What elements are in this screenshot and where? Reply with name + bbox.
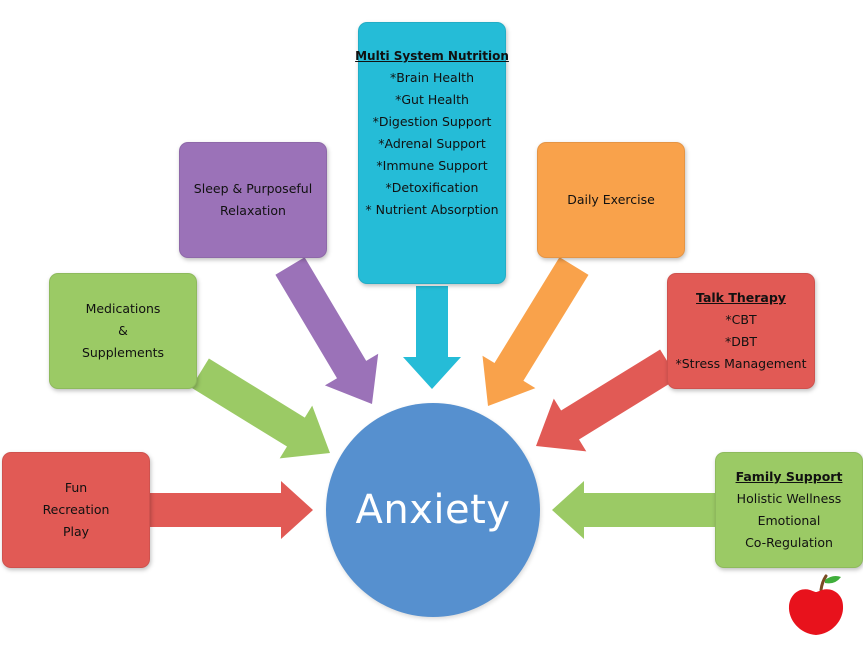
sleep-line: Relaxation (220, 203, 286, 218)
arrow-family (552, 481, 715, 539)
fun-line: Recreation (42, 502, 110, 517)
anxiety-circle: Anxiety (326, 403, 540, 617)
arrow-fun (150, 481, 313, 539)
family-support-title: Family Support (735, 469, 843, 484)
family-support-item: Holistic Wellness (736, 491, 842, 506)
medications-line: Medications (85, 301, 161, 316)
talk-therapy-item: *DBT (724, 334, 758, 349)
fun-line: Fun (64, 480, 88, 495)
exercise-line: Daily Exercise (567, 192, 655, 207)
sleep-box: Sleep & Purposeful Relaxation (179, 142, 327, 258)
family-support-box: Family Support Holistic Wellness Emotion… (715, 452, 863, 568)
arrow-exercise (482, 257, 589, 406)
nutrition-title: Multi System Nutrition (355, 49, 509, 63)
family-support-item: Emotional (757, 513, 821, 528)
nutrition-item: *Adrenal Support (378, 136, 486, 151)
medications-line: & (118, 323, 128, 338)
sleep-line: Sleep & Purposeful (193, 181, 313, 196)
anxiety-label: Anxiety (355, 487, 511, 533)
arrow-sleep (275, 257, 379, 404)
nutrition-item: *Immune Support (376, 158, 488, 173)
apple-icon (788, 574, 844, 635)
fun-line: Play (62, 524, 90, 539)
talk-therapy-item: *Stress Management (675, 356, 807, 371)
nutrition-item: *Digestion Support (372, 114, 492, 129)
fun-box: Fun Recreation Play (2, 452, 150, 568)
talk-therapy-item: *CBT (725, 312, 757, 327)
nutrition-item: *Detoxification (385, 180, 479, 195)
nutrition-box: Multi System Nutrition *Brain Health *Gu… (355, 22, 509, 284)
arrow-meds (191, 358, 330, 459)
nutrition-item: * Nutrient Absorption (365, 202, 499, 217)
nutrition-item: *Gut Health (395, 92, 469, 107)
medications-box: Medications & Supplements (49, 273, 197, 389)
arrow-nutrition (403, 286, 461, 389)
medications-line: Supplements (81, 345, 165, 360)
talk-therapy-title: Talk Therapy (696, 290, 786, 305)
nutrition-item: *Brain Health (389, 70, 475, 85)
family-support-item: Co-Regulation (745, 535, 833, 550)
arrow-talk (536, 349, 678, 452)
exercise-box: Daily Exercise (537, 142, 685, 258)
talk-therapy-box: Talk Therapy *CBT *DBT *Stress Managemen… (667, 273, 815, 389)
